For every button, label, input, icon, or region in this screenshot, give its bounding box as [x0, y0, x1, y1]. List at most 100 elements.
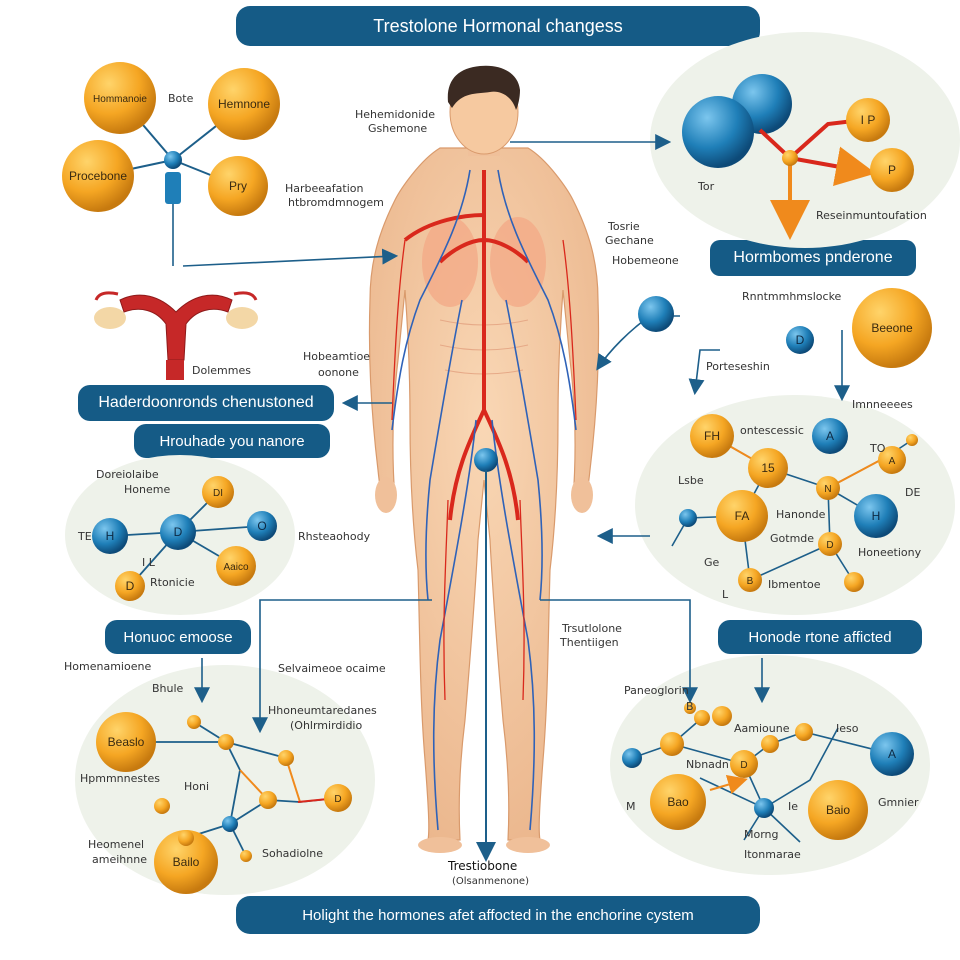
mr-label-6: DE — [905, 486, 920, 499]
mr-node-d — [638, 296, 674, 332]
title-banner: Trestolone Hormonal changess — [236, 6, 760, 46]
stem-node — [165, 172, 181, 204]
mr-ball-a-label: A — [826, 429, 834, 443]
banner-left-mid-1: Haderdoonronds chenustoned — [78, 385, 334, 421]
ball-tr-orange-2 — [870, 148, 914, 192]
organ-label: Dolemmes — [192, 364, 251, 377]
br-label-1: Paneoglorin — [624, 684, 689, 697]
mr-ball-n-label: N — [824, 484, 831, 495]
bl-label-2: Bhule — [152, 682, 184, 695]
mr-node-small — [786, 326, 814, 354]
ml-label-2: Honeme — [124, 483, 170, 496]
br-ball-bao-label: Bao — [667, 795, 689, 809]
mr-label-10: L — [722, 588, 729, 601]
lung-left — [422, 217, 478, 307]
small-arteries — [391, 239, 577, 701]
br-ball-d — [730, 750, 758, 778]
mr-ball-fh-label: FH — [704, 429, 720, 443]
mr-ball-b — [738, 568, 762, 592]
br-ball-baio-label: Baio — [826, 803, 850, 817]
bl-label-10: Sohadiolne — [262, 847, 323, 860]
br-label-3: Nbnadn — [686, 758, 729, 771]
mr-ball-fa-label: FA — [735, 509, 750, 523]
bl-ball-d-label: D — [334, 794, 341, 805]
ml-ball-d2-label: D — [126, 579, 135, 593]
tr-label-2: Reseinmuntoufation — [816, 209, 927, 222]
br-ball-baio — [808, 780, 868, 840]
center-label-1: Trestiobone — [447, 859, 517, 873]
hair — [447, 65, 520, 110]
br-ball-b-label: B — [686, 700, 694, 713]
bl-label-5: (Ohlrmirdidio — [290, 719, 362, 732]
connector-body-bl — [252, 599, 432, 734]
mr-ball-a2 — [878, 446, 906, 474]
ml-ball-d — [160, 514, 196, 550]
ml-ball-h — [92, 518, 128, 554]
mr-label-5: Gotmde — [770, 532, 814, 545]
br-ball-bao — [650, 774, 706, 830]
bl-ball-bailo — [154, 830, 218, 894]
mr-ball-a — [812, 418, 848, 454]
foot-right — [506, 837, 550, 853]
mr-ball-d2 — [818, 532, 842, 556]
mr-header-2: Porteseshin — [706, 360, 770, 373]
thigh-right-label-1: Trsutlolone — [561, 622, 622, 635]
ball-tr-2-label: P — [888, 163, 896, 177]
mr-ball-a2-label: A — [889, 456, 896, 467]
banner-left-mid-2-text: Hrouhade you nanore — [159, 432, 305, 450]
bl-ball-beaslo-label: Beaslo — [108, 735, 145, 749]
cluster-mid-right: Rnntmmhmslocke Porteseshin Imnneeees D B… — [638, 288, 932, 601]
bl-label-4: Hhoneumtaredanes — [268, 704, 377, 717]
mr-ball-beeone — [852, 288, 932, 368]
ml-label-4: I L — [142, 556, 156, 569]
ball-tl-1-label: Hommanoie — [93, 94, 147, 105]
ml-ball-o — [247, 511, 277, 541]
mr-ball-fh — [690, 414, 734, 458]
mr-header-1: Rnntmmhmslocke — [742, 290, 842, 303]
mr-label-2: TO — [869, 442, 886, 455]
tl-label-bote: Bote — [168, 92, 194, 105]
ml-ball-h-label: H — [106, 529, 115, 543]
ml-ball-di-label: DI — [213, 488, 223, 499]
br-label-8: Gmnier — [878, 796, 919, 809]
mr-ball-beeone-label: Beeone — [871, 321, 913, 335]
head-label-1: Hehemidonide — [355, 108, 435, 121]
mr-ball-b-label: B — [747, 576, 754, 587]
uterus-organ — [94, 291, 258, 380]
br-ball-d-label: D — [740, 760, 747, 771]
vein-lines — [391, 169, 577, 831]
bl-label-9: ameihnne — [92, 853, 147, 866]
ball-tr-blue-2 — [682, 96, 754, 168]
head-label-2: Gshemone — [368, 122, 427, 135]
mr-ball-n — [816, 476, 840, 500]
panel-bl — [75, 665, 375, 895]
mr-ball-d-label: D — [796, 333, 805, 347]
br-ball-a — [870, 732, 914, 776]
footer-text: Holight the hormones afet affocted in th… — [302, 906, 694, 924]
hand-left — [375, 477, 397, 513]
panel-tr — [650, 32, 960, 248]
banner-left-mid-2: Hrouhade you nanore — [134, 424, 330, 458]
hub-node — [164, 151, 182, 169]
chest-right-label-2: Gechane — [605, 234, 654, 247]
mr-ball-15 — [748, 448, 788, 488]
mr-label-3: Lsbe — [678, 474, 704, 487]
mr-ball-h — [854, 494, 898, 538]
mr-label-1: ontescessic — [740, 424, 804, 437]
br-label-2: Ieso — [836, 722, 859, 735]
banner-right-top-text: Hormbomes pnderone — [733, 249, 893, 266]
ml-ball-di — [202, 476, 234, 508]
tr-label-tor: Tor — [697, 180, 715, 193]
ball-tl-3-label: Procebone — [69, 169, 127, 183]
cluster-bottom-left: Beaslo D Bailo Homenamioene Bhule Selvai… — [64, 660, 386, 894]
br-ball-a-label: A — [888, 747, 896, 761]
ml-label-3: TE — [77, 530, 92, 543]
bl-ball-d — [324, 784, 352, 812]
cluster-bottom-right: D B Aamioune A Bao Baio Paneoglorin Ieso… — [622, 684, 919, 861]
bl-label-3: Selvaimeoe ocaime — [278, 662, 386, 675]
center-label-2: (Olsanmenone) — [452, 876, 529, 887]
ml-ball-o-label: O — [257, 519, 266, 533]
br-ball-aamioune-label: Aamioune — [734, 722, 790, 735]
thigh-right-label-2: Thentiigen — [559, 636, 619, 649]
